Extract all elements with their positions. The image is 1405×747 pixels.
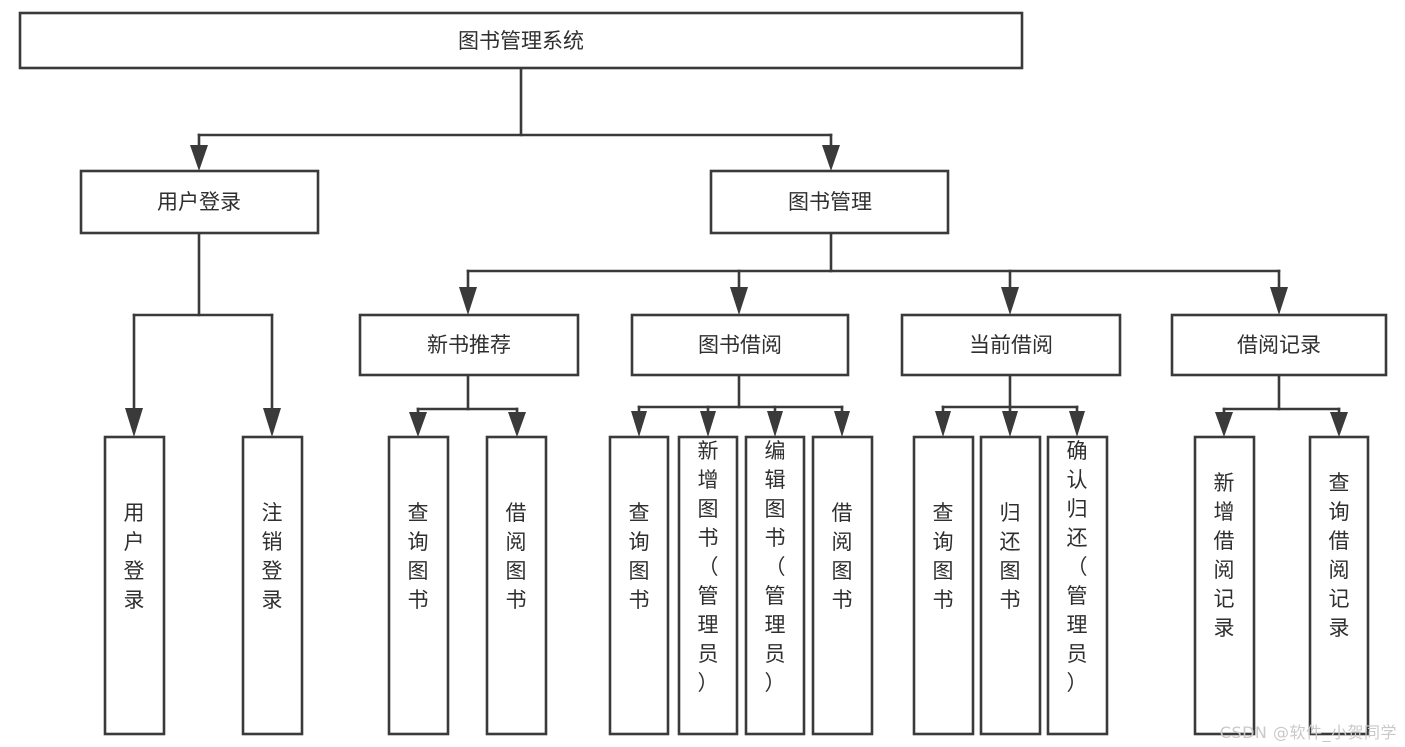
node-leaf-user-logout[interactable]: 注销登录 bbox=[241, 435, 304, 736]
arrow-head-book-borrow bbox=[730, 287, 748, 315]
node-leaf-cb-confirm-return-label: 确认归还（管理员） bbox=[1067, 439, 1088, 695]
node-leaf-bb-borrow-book[interactable]: 借阅图书 bbox=[811, 435, 874, 736]
node-leaf-bb-borrow-book-label: 借阅图书 bbox=[832, 501, 853, 612]
arrow-head-leaf-user-login bbox=[125, 408, 143, 437]
arrow-head-leaf-user-logout bbox=[263, 408, 281, 437]
node-leaf-cb-query-book-label: 查询图书 bbox=[933, 501, 954, 612]
node-leaf-user-login[interactable]: 用户登录 bbox=[103, 435, 166, 736]
arrow-head-leaf-bb-edit-book bbox=[767, 411, 783, 437]
node-leaf-cb-query-book[interactable]: 查询图书 bbox=[912, 435, 975, 736]
arrow-head-leaf-rec-borrow-book bbox=[508, 412, 526, 437]
arrow-head-leaf-bb-borrow-book bbox=[834, 411, 850, 437]
node-current-borrow-label: 当前借阅 bbox=[969, 333, 1053, 357]
arrow-head-leaf-cb-query-book bbox=[935, 411, 951, 437]
node-leaf-rec-query-book[interactable]: 查询图书 bbox=[387, 435, 450, 736]
node-leaf-br-add-record-label: 新增借阅记录 bbox=[1214, 471, 1235, 640]
arrow-head-leaf-br-add-record bbox=[1215, 412, 1233, 437]
node-book-manage-label: 图书管理 bbox=[788, 190, 872, 214]
arrow-head-leaf-cb-confirm-return bbox=[1069, 411, 1085, 437]
node-leaf-br-query-record-label: 查询借阅记录 bbox=[1329, 471, 1350, 640]
node-leaf-bb-edit-book[interactable]: 编辑图书（管理员） bbox=[744, 435, 806, 736]
node-leaf-bb-edit-book-label: 编辑图书（管理员） bbox=[765, 439, 786, 695]
node-borrow-record-label: 借阅记录 bbox=[1237, 333, 1321, 357]
node-root-label: 图书管理系统 bbox=[458, 29, 584, 53]
node-leaf-bb-query-book[interactable]: 查询图书 bbox=[608, 435, 670, 736]
node-leaf-rec-borrow-book-label: 借阅图书 bbox=[506, 501, 527, 612]
arrow-head-new-book-rec bbox=[459, 287, 477, 315]
arrow-head-leaf-cb-return-book bbox=[1002, 411, 1018, 437]
node-book-borrow[interactable]: 图书借阅 bbox=[630, 313, 850, 377]
node-new-book-recommend[interactable]: 新书推荐 bbox=[358, 313, 580, 377]
arrow-head-borrow-record bbox=[1270, 287, 1288, 315]
arrow-head-user-login bbox=[190, 145, 208, 171]
node-user-login-label: 用户登录 bbox=[157, 190, 241, 214]
node-leaf-cb-return-book-label: 归还图书 bbox=[1000, 501, 1021, 612]
node-leaf-bb-add-book-label: 新增图书（管理员） bbox=[698, 439, 719, 695]
node-leaf-user-logout-label: 注销登录 bbox=[262, 501, 283, 612]
arrow-head-leaf-br-query-record bbox=[1330, 412, 1348, 437]
node-borrow-record[interactable]: 借阅记录 bbox=[1170, 313, 1388, 377]
node-root[interactable]: 图书管理系统 bbox=[18, 11, 1024, 70]
node-leaf-br-query-record[interactable]: 查询借阅记录 bbox=[1308, 435, 1370, 736]
node-book-borrow-label: 图书借阅 bbox=[698, 333, 782, 357]
node-book-manage[interactable]: 图书管理 bbox=[709, 169, 950, 235]
connector-layer bbox=[125, 66, 1348, 437]
node-leaf-user-login-label: 用户登录 bbox=[124, 501, 145, 612]
node-leaf-br-add-record[interactable]: 新增借阅记录 bbox=[1193, 435, 1256, 736]
node-leaf-bb-add-book[interactable]: 新增图书（管理员） bbox=[677, 435, 739, 736]
node-leaf-rec-query-book-label: 查询图书 bbox=[408, 501, 429, 612]
arrow-head-current-borrow bbox=[1001, 287, 1019, 315]
arrow-head-book-manage bbox=[822, 145, 840, 171]
arrow-head-leaf-bb-add-book bbox=[700, 411, 716, 437]
node-new-book-recommend-label: 新书推荐 bbox=[427, 333, 511, 357]
arrow-head-leaf-bb-query-book bbox=[631, 411, 647, 437]
node-current-borrow[interactable]: 当前借阅 bbox=[900, 313, 1122, 377]
node-leaf-rec-borrow-book[interactable]: 借阅图书 bbox=[485, 435, 548, 736]
node-leaf-cb-return-book[interactable]: 归还图书 bbox=[979, 435, 1042, 736]
node-user-login[interactable]: 用户登录 bbox=[79, 169, 320, 235]
node-leaf-bb-query-book-label: 查询图书 bbox=[629, 501, 650, 612]
node-leaf-cb-confirm-return[interactable]: 确认归还（管理员） bbox=[1046, 435, 1109, 736]
arrow-head-leaf-rec-query-book bbox=[409, 412, 427, 437]
